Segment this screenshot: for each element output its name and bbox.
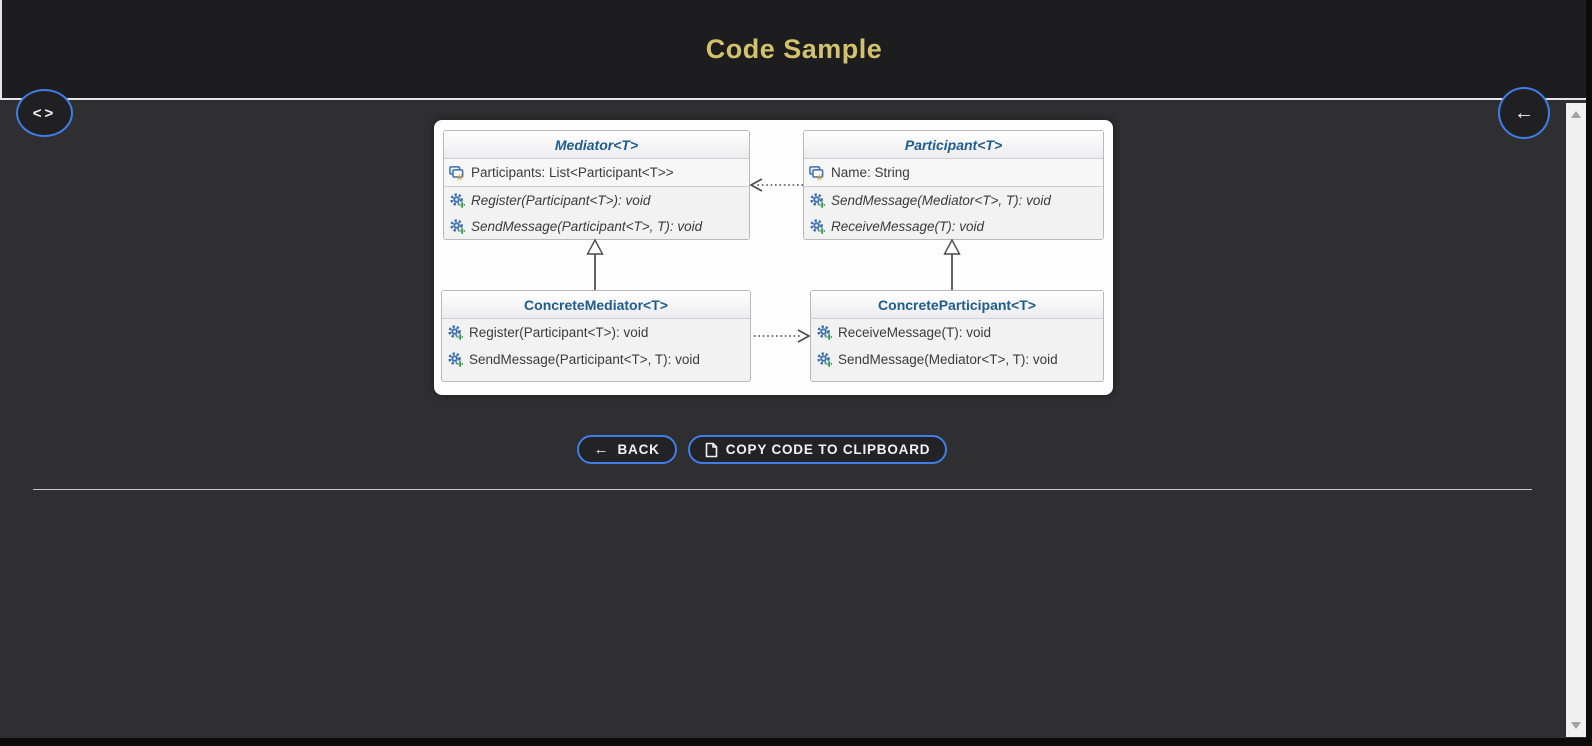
property-row: Participants: List<Participant<T>> (444, 159, 749, 186)
class-title-participant: Participant<T> (804, 131, 1103, 159)
code-view-button[interactable]: <> (16, 89, 73, 137)
method-text: SendMessage(Participant<T>, T): void (471, 219, 703, 234)
code-icon: <> (32, 104, 57, 122)
header: Code Sample (0, 0, 1586, 100)
field-icon (449, 166, 464, 181)
method-row: SendMessage(Participant<T>, T): void (444, 213, 749, 239)
class-box-concrete-mediator: ConcreteMediator<T> Register(Participant… (441, 290, 751, 382)
vertical-scrollbar[interactable] (1566, 103, 1586, 737)
method-text: SendMessage(Mediator<T>, T): void (838, 352, 1058, 367)
method-row: ReceiveMessage(T): void (811, 319, 1103, 346)
copy-code-button-label: COPY CODE TO CLIPBOARD (725, 442, 931, 457)
method-text: ReceiveMessage(T): void (831, 219, 985, 234)
back-button-label: BACK (617, 442, 660, 457)
right-edge-strip (1586, 0, 1592, 746)
property-text: Name: String (831, 165, 910, 180)
action-button-row: ← BACK COPY CODE TO CLIPBOARD (0, 435, 1547, 464)
class-box-participant: Participant<T> Name: String SendMessage(… (803, 130, 1104, 240)
method-row: SendMessage(Mediator<T>, T): void (804, 186, 1103, 213)
method-text: SendMessage(Participant<T>, T): void (469, 352, 700, 367)
class-title-mediator: Mediator<T> (444, 131, 749, 159)
copy-code-button[interactable]: COPY CODE TO CLIPBOARD (687, 435, 948, 464)
method-row: Register(Participant<T>): void (444, 186, 749, 213)
bottom-edge-strip (0, 738, 1592, 746)
method-row: ReceiveMessage(T): void (804, 213, 1103, 239)
scrollbar-up-icon[interactable] (1571, 111, 1581, 118)
property-text: Participants: List<Participant<T>> (471, 165, 674, 180)
back-button[interactable]: ← BACK (576, 435, 677, 464)
back-icon: ← (593, 441, 610, 458)
field-icon (809, 166, 824, 181)
method-icon (817, 352, 833, 368)
method-text: ReceiveMessage(T): void (838, 325, 992, 340)
horizontal-divider (33, 489, 1532, 490)
method-icon (450, 219, 466, 235)
method-icon (810, 219, 826, 235)
class-title-concrete-participant: ConcreteParticipant<T> (811, 291, 1103, 319)
method-icon (810, 192, 826, 209)
copy-file-icon (705, 442, 718, 458)
uml-diagram-panel: Mediator<T> Participants: List<Participa… (434, 120, 1113, 395)
back-arrow-icon: ← (1514, 101, 1534, 124)
method-icon (450, 192, 466, 209)
back-circle-button[interactable]: ← (1498, 87, 1550, 139)
class-box-concrete-participant: ConcreteParticipant<T> ReceiveMessage(T)… (810, 290, 1104, 382)
method-row: SendMessage(Mediator<T>, T): void (811, 346, 1103, 373)
method-text: Register(Participant<T>): void (469, 325, 649, 340)
method-icon (448, 352, 464, 368)
class-box-mediator: Mediator<T> Participants: List<Participa… (443, 130, 750, 240)
method-icon (817, 325, 833, 341)
class-title-concrete-mediator: ConcreteMediator<T> (442, 291, 750, 319)
method-text: Register(Participant<T>): void (471, 192, 651, 208)
property-row: Name: String (804, 159, 1103, 186)
page-title: Code Sample (705, 33, 883, 64)
scrollbar-down-icon[interactable] (1571, 722, 1581, 729)
method-row: SendMessage(Participant<T>, T): void (442, 346, 750, 373)
method-text: SendMessage(Mediator<T>, T): void (831, 192, 1051, 208)
method-icon (448, 325, 464, 341)
method-row: Register(Participant<T>): void (442, 319, 750, 346)
